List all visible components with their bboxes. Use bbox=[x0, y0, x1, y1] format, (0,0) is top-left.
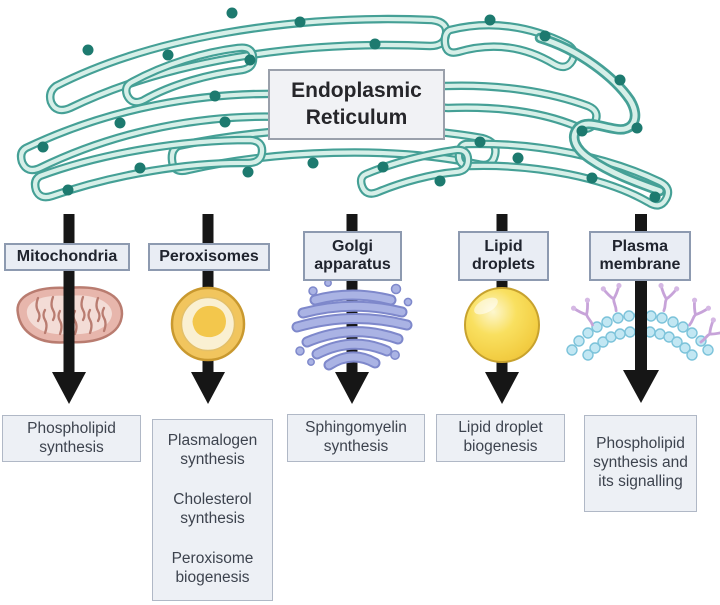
organelle-label-plasma-membrane: Plasma membrane bbox=[589, 231, 691, 281]
er-network-icon bbox=[21, 7, 668, 206]
function-text: Sphingomyelin synthesis bbox=[305, 419, 407, 455]
organelle-label-lipid-droplets: Lipid droplets bbox=[458, 231, 549, 281]
function-box-plasma-membrane: Phospholipid synthesis and its signallin… bbox=[584, 415, 697, 512]
arrowhead-golgi bbox=[335, 372, 369, 404]
er-title-box: Endoplasmic Reticulum bbox=[268, 69, 445, 140]
function-box-lipid-droplets: Lipid droplet biogenesis bbox=[436, 414, 565, 462]
function-text: Lipid droplet biogenesis bbox=[458, 419, 543, 455]
arrow-shaft-mitochondria bbox=[63, 214, 75, 376]
function-box-peroxisomes: Plasmalogen synthesis Cholesterol synthe… bbox=[152, 419, 273, 601]
membrane-receptor-icons bbox=[570, 282, 720, 344]
arrowheads bbox=[52, 370, 659, 404]
organelle-label-golgi-apparatus: Golgi apparatus bbox=[303, 231, 402, 281]
ribosome-dots bbox=[37, 7, 661, 203]
peroxisome-icon bbox=[170, 286, 246, 362]
arrowhead-plasma-membrane bbox=[623, 370, 659, 403]
golgi-apparatus-icon bbox=[291, 279, 413, 371]
function-box-golgi-apparatus: Sphingomyelin synthesis bbox=[287, 414, 425, 462]
function-text: Phospholipid synthesis bbox=[27, 419, 116, 456]
arrowhead-mitochondria bbox=[52, 372, 86, 404]
function-text: Peroxisome biogenesis bbox=[171, 550, 254, 587]
lipid-droplet-icon bbox=[464, 287, 540, 363]
arrowhead-peroxisome bbox=[191, 372, 225, 404]
function-text: Phospholipid synthesis and its signallin… bbox=[593, 435, 688, 490]
function-box-mitochondria: Phospholipid synthesis bbox=[2, 415, 141, 462]
organelle-label-mitochondria: Mitochondria bbox=[4, 243, 130, 271]
function-text: Plasmalogen synthesis bbox=[167, 432, 258, 468]
organelle-label-peroxisomes: Peroxisomes bbox=[148, 243, 270, 271]
function-text: Cholesterol synthesis bbox=[173, 491, 252, 527]
arrowhead-lipid-droplet bbox=[485, 372, 519, 404]
